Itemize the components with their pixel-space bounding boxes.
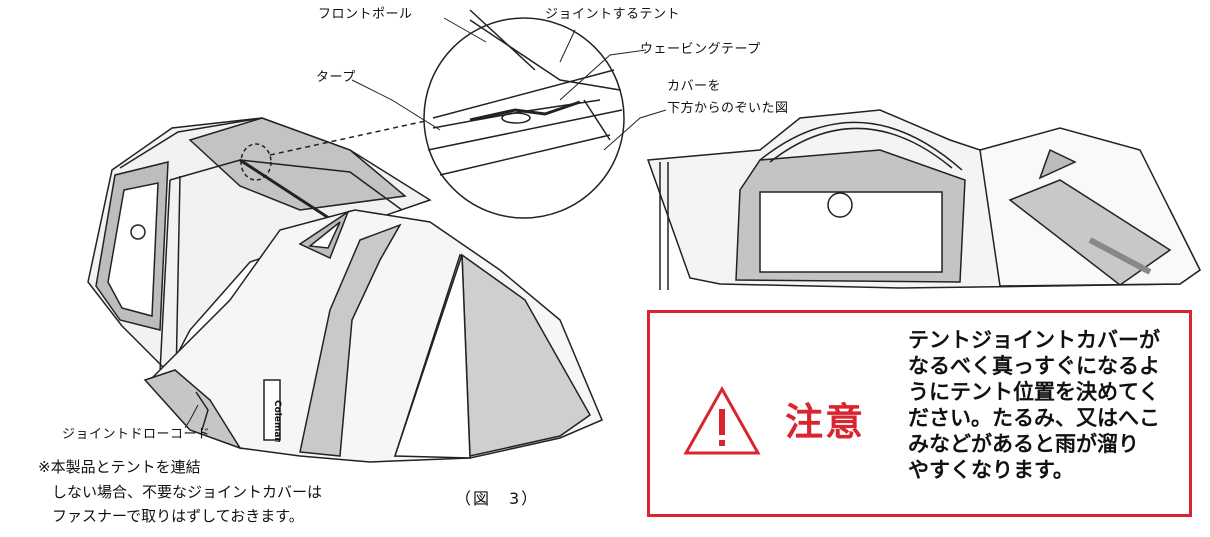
note-line-1: ※本製品とテントを連結 [38,458,201,476]
warning-line: なるべく真っすぐになるよ [908,354,1160,378]
warning-text: テントジョイントカバーが なるべく真っすぐになるよ うにテント位置を決めてく だ… [908,327,1186,483]
label-tarp: タープ [316,70,356,85]
label-joint-draw-cord: ジョイントドローコード [62,427,211,442]
label-cover-view-1: カバーを [667,79,722,94]
label-cover-view-2: 下方からのぞいた図 [667,101,789,116]
warning-triangle-icon [683,385,761,455]
label-front-pole: フロントポール [318,7,413,22]
warning-line: ださい。たるみ、又はへこ [908,406,1160,430]
figure-caption: （図 3） [455,489,540,508]
right-tent-drawing [646,109,1201,290]
note-line-2: しない場合、不要なジョイントカバーは [52,483,323,501]
left-tent-drawing [87,117,603,463]
warning-line: やすくなります。 [908,458,1074,482]
warning-line: みなどがあると雨が溜り [908,432,1139,456]
warning-line: テントジョイントカバーが [908,328,1160,352]
magnifier-detail [423,9,625,219]
warning-line: うにテント位置を決めてく [908,380,1160,404]
coleman-logo: Coleman [272,400,282,442]
label-webbing-tape: ウェービングテープ [640,42,761,57]
note-line-3: ファスナーで取りはずしておきます。 [52,507,304,525]
label-joint-tent: ジョイントするテント [545,7,681,22]
leader-lines [184,17,667,429]
warning-title: 注意 [785,400,866,444]
warning-box: 注意 テントジョイントカバーが なるべく真っすぐになるよ うにテント位置を決めて… [647,310,1192,517]
